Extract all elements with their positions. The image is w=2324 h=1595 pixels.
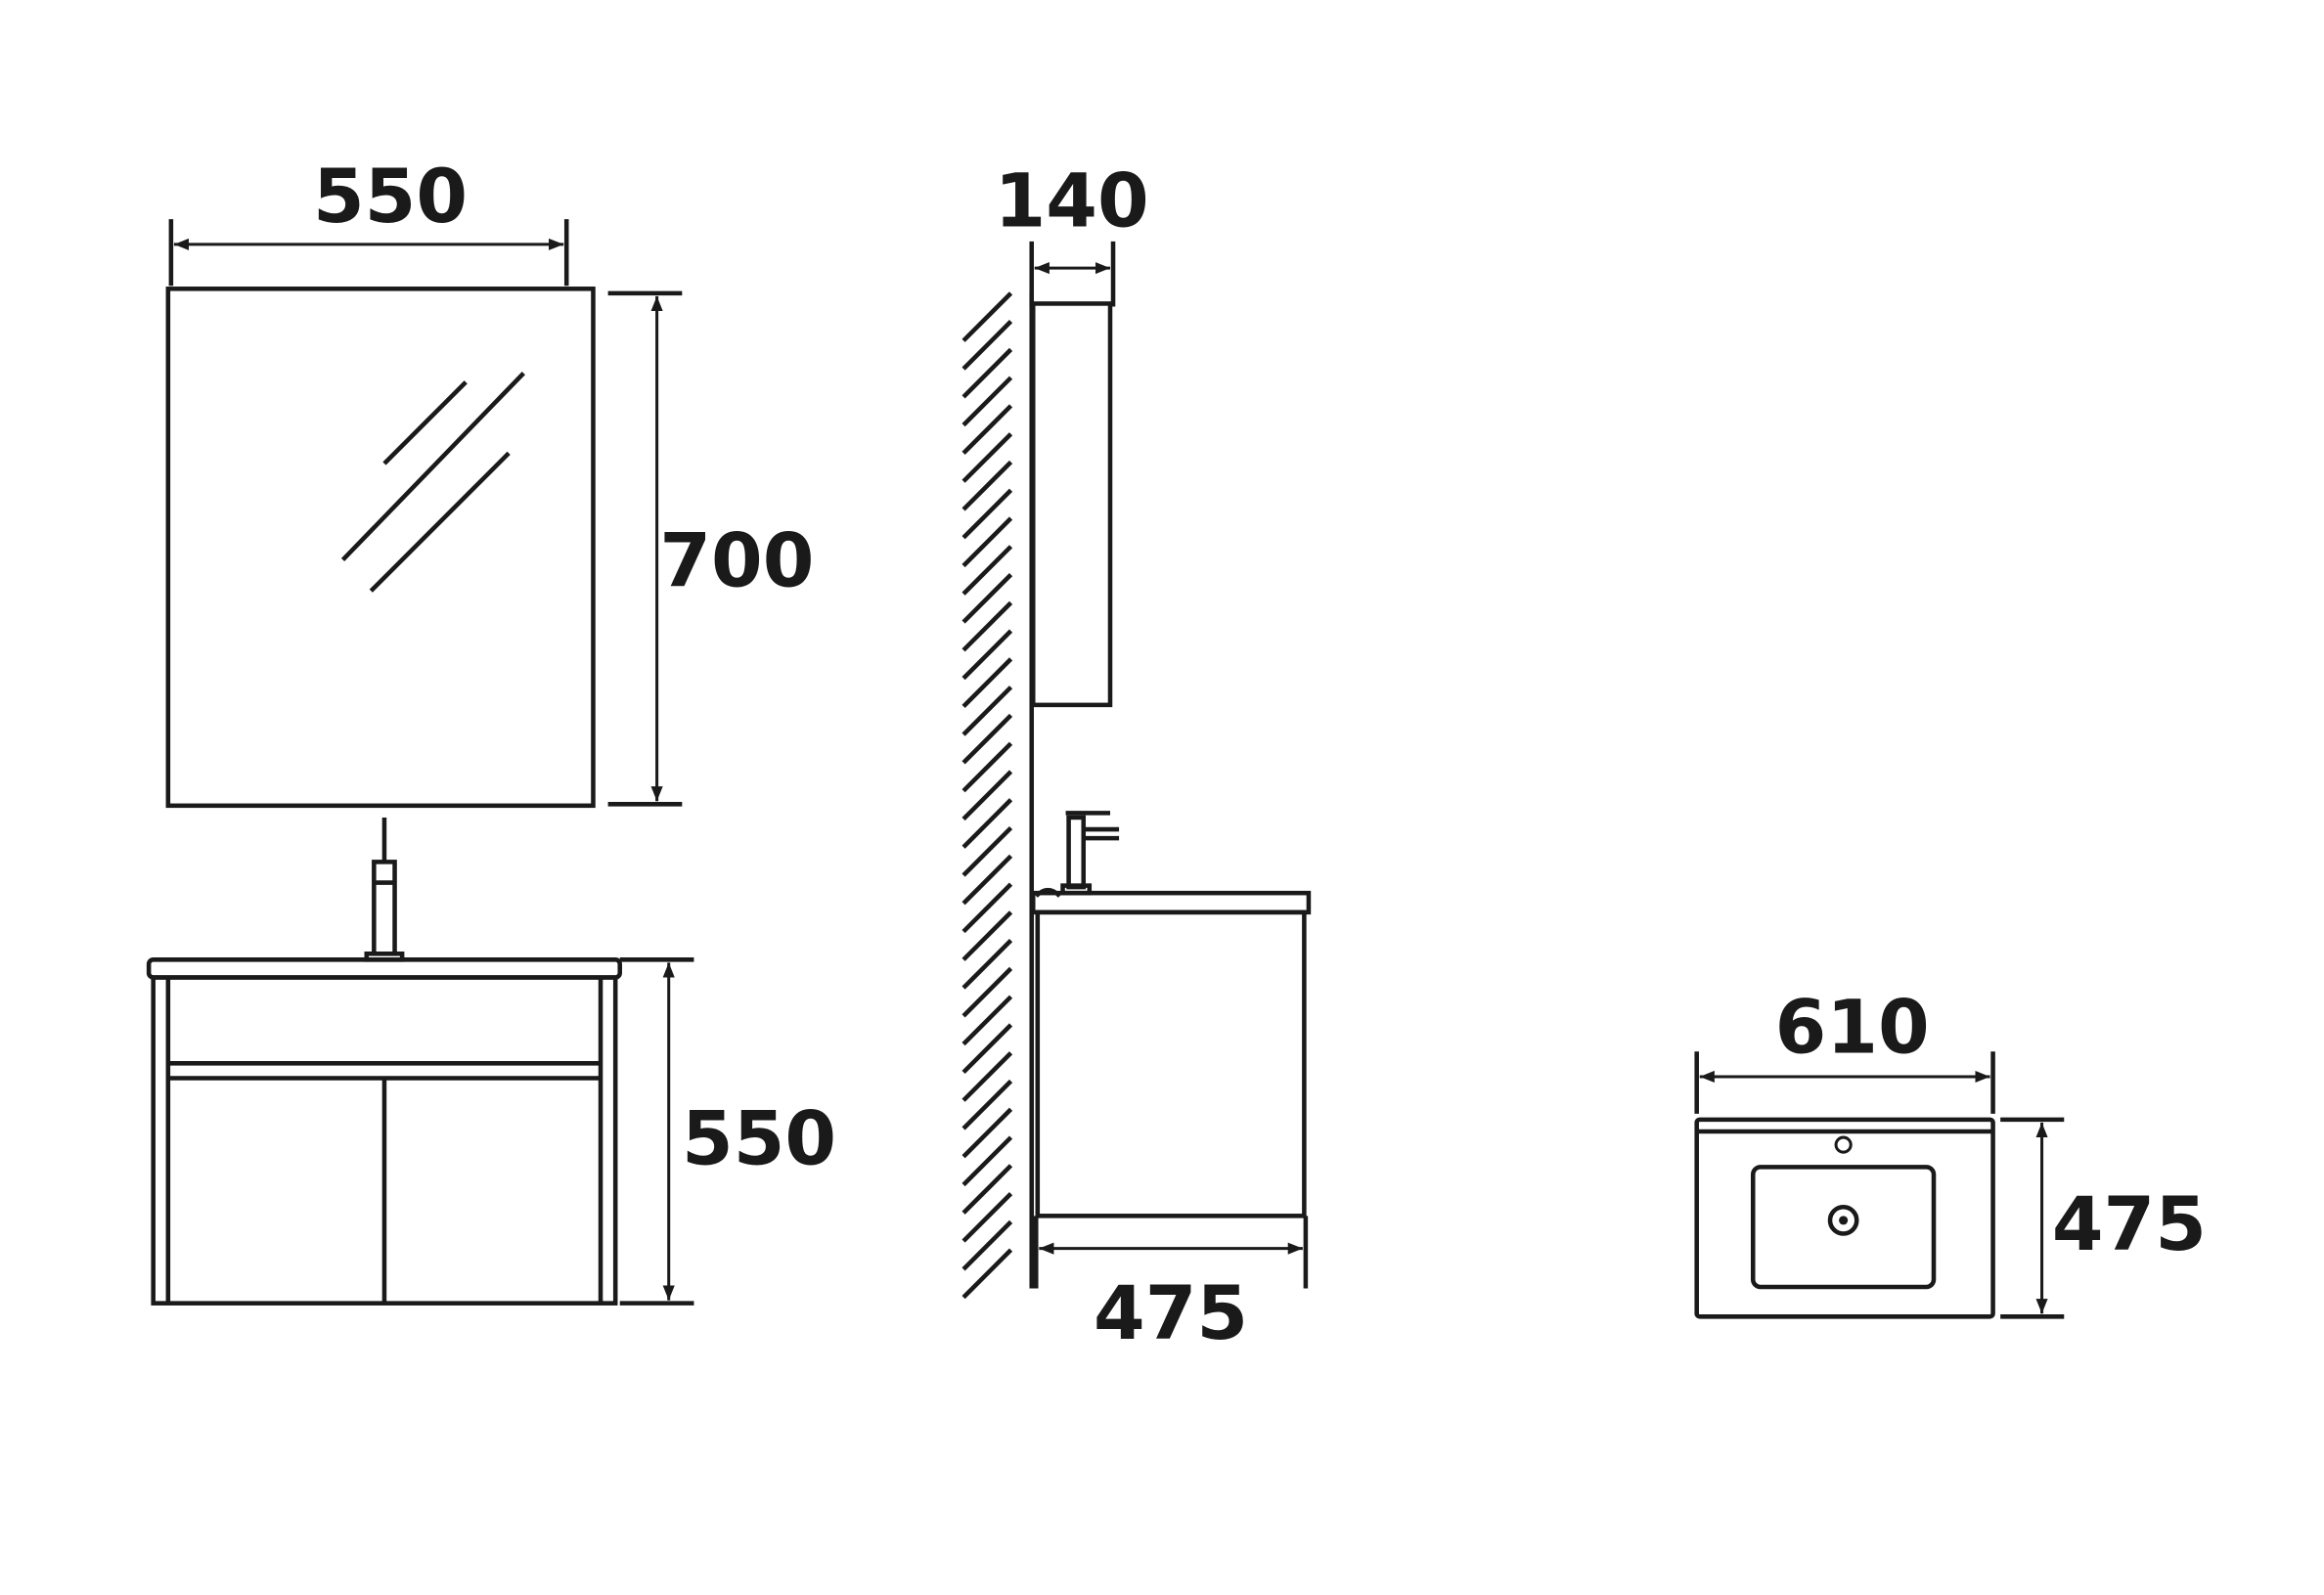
label-cabinet-height: 550 <box>682 1095 836 1181</box>
label-basin-depth: 475 <box>2052 1181 2207 1267</box>
dimension-mirror-width: 550 <box>168 154 569 287</box>
hatch-line <box>961 376 1013 427</box>
dimension-cabinet-height: 550 <box>619 957 836 1306</box>
hatch-line <box>961 825 1013 877</box>
hatch-line <box>961 1107 1013 1159</box>
hatch-line <box>961 1248 1013 1300</box>
hatch-line <box>961 404 1013 456</box>
hatch-line <box>961 291 1013 342</box>
hatch-line <box>961 798 1013 849</box>
hatch-line <box>961 1164 1013 1215</box>
hatch-line <box>961 1079 1013 1130</box>
dimension-basin-depth: 475 <box>2000 1117 2207 1319</box>
hatch-line <box>961 432 1013 483</box>
side-mirror <box>1030 301 1113 708</box>
hatch-line <box>961 320 1013 371</box>
hatch-line <box>961 516 1013 568</box>
hatch-line <box>961 713 1013 765</box>
label-basin-width: 610 <box>1775 985 1930 1071</box>
hatch-line <box>961 1219 1013 1271</box>
drain-icon <box>1827 1204 1859 1236</box>
hatch-line <box>961 347 1013 399</box>
side-faucet <box>1060 811 1120 896</box>
dimension-mirror-height: 700 <box>607 290 814 807</box>
front-cabinet <box>146 957 623 1306</box>
hatch-line <box>961 488 1013 540</box>
wall-hatching <box>961 291 1013 1300</box>
hatch-line <box>961 770 1013 821</box>
hatch-line <box>961 460 1013 511</box>
tap-hole-icon <box>1834 1135 1853 1154</box>
hatch-line <box>961 1191 1013 1243</box>
hatch-line <box>961 939 1013 990</box>
hatch-line <box>961 1023 1013 1075</box>
label-cabinet-depth: 475 <box>1094 1270 1248 1356</box>
hatch-line <box>961 741 1013 793</box>
side-cabinet <box>1030 887 1312 1218</box>
dimension-mirror-depth: 140 <box>995 158 1149 307</box>
hatch-line <box>961 966 1013 1018</box>
hatch-line <box>961 572 1013 624</box>
label-mirror-height: 700 <box>659 518 814 604</box>
dimension-basin-width: 610 <box>1694 985 1995 1114</box>
top-basin <box>1694 1117 1995 1319</box>
label-mirror-width: 550 <box>313 154 468 240</box>
label-mirror-depth: 140 <box>995 158 1149 244</box>
hatch-line <box>961 995 1013 1046</box>
front-faucet <box>364 817 405 962</box>
hatch-line <box>961 1135 1013 1187</box>
hatch-line <box>961 1051 1013 1102</box>
front-mirror <box>165 287 596 809</box>
hatch-line <box>961 600 1013 652</box>
dimension-cabinet-depth: 475 <box>1034 1216 1309 1356</box>
hatch-line <box>961 854 1013 906</box>
hatch-line <box>961 882 1013 934</box>
hatch-line <box>961 657 1013 708</box>
hatch-line <box>961 629 1013 681</box>
hatch-line <box>961 545 1013 596</box>
hatch-line <box>961 686 1013 736</box>
hatch-line <box>961 910 1013 961</box>
